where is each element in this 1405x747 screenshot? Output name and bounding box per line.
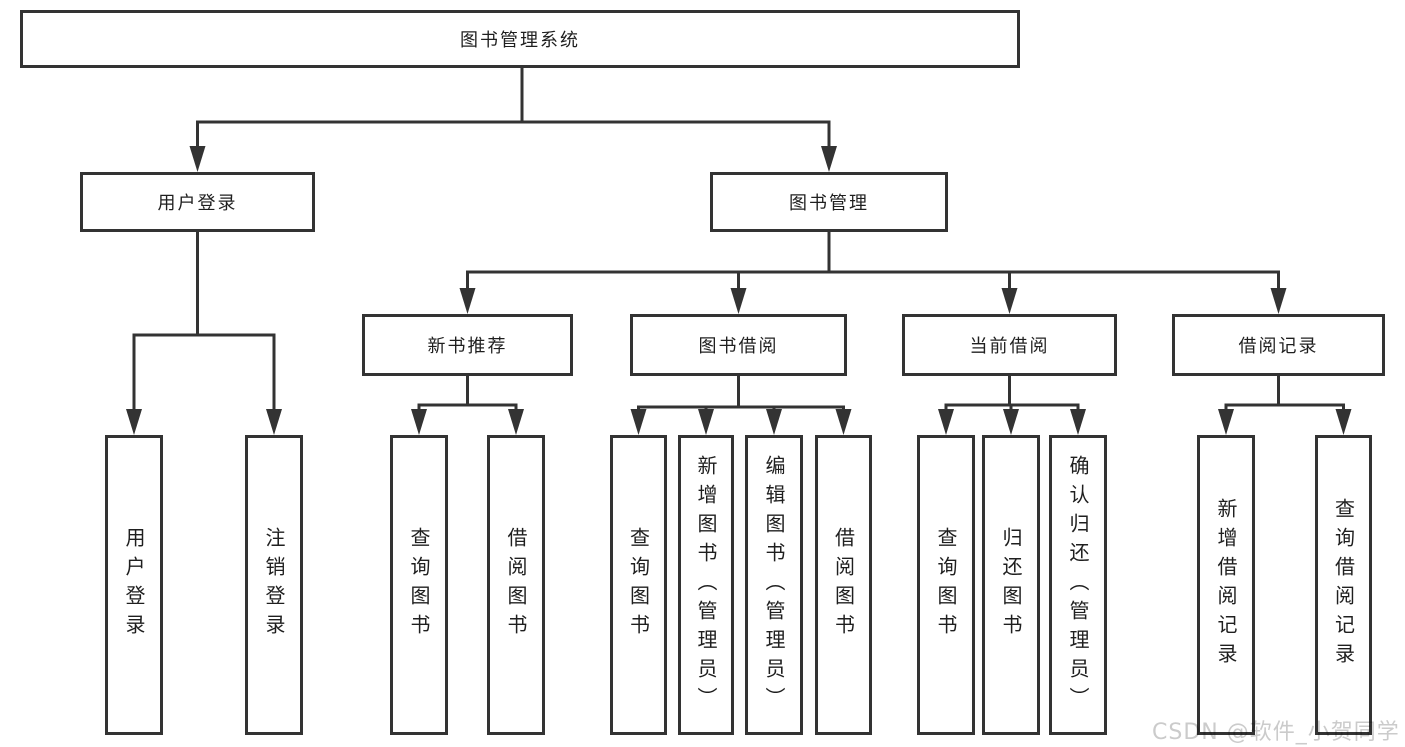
leaf-borrow-books-recommend: 借阅图书: [487, 435, 545, 735]
arrowhead: [698, 409, 714, 435]
leaf-borrow-books: 借阅图书: [815, 435, 872, 735]
leaf-query-books-current: 查询图书: [917, 435, 975, 735]
node-current-borrowing: 当前借阅: [902, 314, 1117, 376]
arrowhead: [126, 409, 142, 435]
arrowhead: [1001, 288, 1018, 314]
leaf-borrow-books-recommend-label: 借阅图书: [504, 527, 528, 643]
node-library-system-label: 图书管理系统: [460, 30, 580, 51]
leaf-logout-label: 注销登录: [262, 527, 286, 643]
node-user-login: 用户登录: [80, 172, 315, 232]
arrowhead: [266, 409, 282, 435]
leaf-return-books: 归还图书: [982, 435, 1040, 735]
node-new-book-recommendation-label: 新书推荐: [427, 336, 508, 357]
node-borrowing-records-label: 借阅记录: [1238, 336, 1319, 357]
leaf-confirm-return-admin-label: 确认归还（管理员）: [1066, 454, 1090, 716]
leaf-query-books-borrow: 查询图书: [610, 435, 667, 735]
leaf-confirm-return-admin: 确认归还（管理员）: [1049, 435, 1107, 735]
arrowhead: [1003, 409, 1019, 435]
leaf-add-borrow-record: 新增借阅记录: [1197, 435, 1255, 735]
node-book-management: 图书管理: [710, 172, 948, 232]
arrowhead: [1270, 288, 1287, 314]
leaf-query-borrow-record-label: 查询借阅记录: [1331, 498, 1356, 672]
connector-new-book-to-leaves: [411, 374, 524, 435]
leaf-edit-book-admin-label: 编辑图书（管理员）: [762, 454, 786, 716]
leaf-user-login-label: 用户登录: [122, 527, 146, 643]
arrowhead: [1218, 409, 1234, 435]
arrowhead: [766, 409, 782, 435]
node-current-borrowing-label: 当前借阅: [969, 336, 1050, 357]
arrowhead: [1335, 409, 1352, 435]
csdn-watermark: CSDN @软件_小贺同学: [1152, 720, 1400, 745]
connector-book-borrow-to-leaves: [630, 374, 852, 435]
leaf-borrow-books-label: 借阅图书: [831, 527, 856, 643]
arrowhead: [730, 288, 747, 314]
connector-current-borrow-to-leaves: [938, 374, 1086, 435]
leaf-add-borrow-record-label: 新增借阅记录: [1214, 498, 1238, 672]
leaf-query-books-recommend: 查询图书: [390, 435, 448, 735]
arrowhead: [411, 409, 427, 435]
leaf-add-book-admin-label: 新增图书（管理员）: [694, 454, 718, 716]
arrowhead: [1070, 409, 1086, 435]
connector-root-to-level2: [189, 66, 837, 172]
connector-book-management-to-level3: [459, 230, 1287, 314]
leaf-logout: 注销登录: [245, 435, 303, 735]
leaf-query-borrow-record: 查询借阅记录: [1315, 435, 1372, 735]
node-borrowing-records: 借阅记录: [1172, 314, 1385, 376]
node-book-management-label: 图书管理: [789, 193, 869, 214]
node-new-book-recommendation: 新书推荐: [362, 314, 573, 376]
connector-user-login-to-leaves: [126, 230, 282, 435]
arrowhead: [630, 409, 647, 435]
leaf-query-books-recommend-label: 查询图书: [407, 527, 431, 643]
connector-borrow-record-to-leaves: [1218, 374, 1352, 435]
leaf-edit-book-admin: 编辑图书（管理员）: [745, 435, 803, 735]
arrowhead: [508, 409, 524, 435]
leaf-query-books-borrow-label: 查询图书: [626, 527, 651, 643]
arrowhead: [938, 409, 954, 435]
node-book-borrowing: 图书借阅: [630, 314, 847, 376]
node-book-borrowing-label: 图书借阅: [698, 336, 779, 357]
leaf-add-book-admin: 新增图书（管理员）: [678, 435, 734, 735]
node-library-system: 图书管理系统: [20, 10, 1020, 68]
leaf-user-login: 用户登录: [105, 435, 163, 735]
leaf-query-books-current-label: 查询图书: [934, 527, 958, 643]
arrowhead: [459, 288, 476, 314]
arrowhead: [835, 409, 852, 435]
leaf-return-books-label: 归还图书: [999, 527, 1023, 643]
arrowhead: [189, 146, 206, 172]
node-user-login-label: 用户登录: [157, 193, 238, 214]
arrowhead: [821, 146, 837, 172]
